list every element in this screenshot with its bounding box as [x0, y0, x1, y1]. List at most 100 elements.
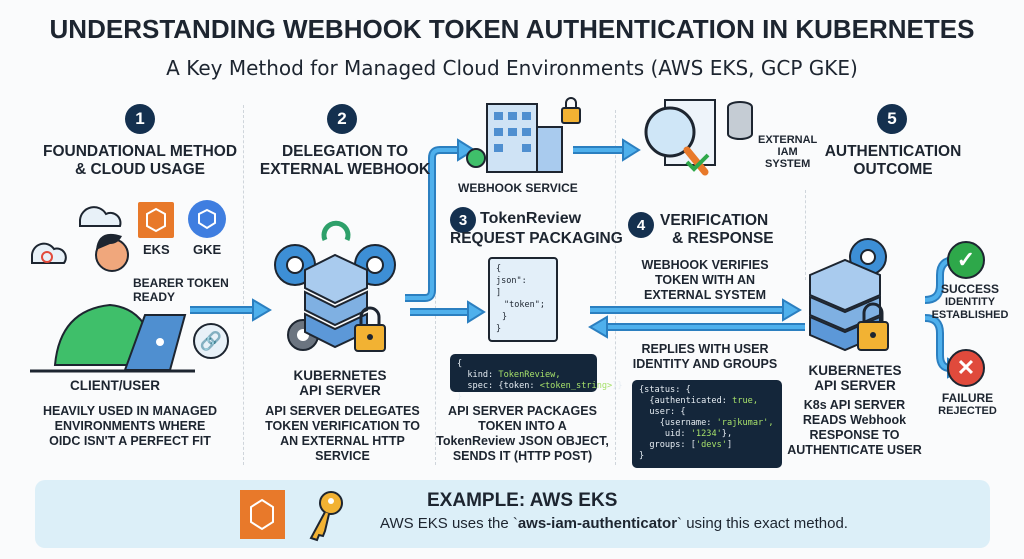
code-text: } [639, 451, 645, 461]
desc-line: SENDS IT (HTTP POST) [452, 449, 593, 463]
failure-x-icon: ✕ [947, 349, 985, 387]
desc-line: HEAVILY USED IN MANAGED [42, 404, 218, 418]
actor-line: API SERVER [299, 383, 381, 398]
code-text: kind: [457, 370, 499, 380]
label-line: READY [133, 290, 176, 304]
step-5-badge: 5 [877, 104, 907, 134]
heading-line: VERIFICATION [660, 212, 769, 229]
example-banner [35, 480, 990, 548]
external-iam-magnifier-icon [644, 99, 753, 176]
text-line: TOKEN WITH AN [655, 273, 755, 287]
success-check-icon: ✓ [947, 241, 985, 279]
heading-line: DELEGATION TO [281, 143, 408, 160]
page-subtitle: A Key Method for Managed Cloud Environme… [166, 56, 858, 80]
text-line: WEBHOOK VERIFIES [641, 258, 769, 272]
desc-line: OIDC ISN'T A PERFECT FIT [49, 434, 211, 448]
code-value: <token_string> [539, 381, 613, 391]
text: ` using this exact method. [677, 515, 848, 532]
heading-line: FOUNDATIONAL METHOD [42, 143, 238, 160]
divider [615, 110, 616, 465]
desc-line: RESPONSE TO [809, 428, 900, 442]
link-icon: 🔗 [193, 323, 229, 359]
example-text: AWS EKS uses the `aws-iam-authenticator`… [380, 515, 848, 532]
desc-line: ENVIRONMENTS WHERE [54, 419, 206, 433]
webhook-service-label: WEBHOOK SERVICE [458, 181, 578, 195]
actor-line: KUBERNETES [293, 368, 387, 383]
label-line: EXTERNAL [758, 134, 818, 146]
desc-line: API SERVER PACKAGES [448, 404, 597, 418]
step-4-badge: 4 [628, 212, 654, 238]
code-text: user: { [639, 407, 686, 417]
code-text: {username: [639, 418, 717, 428]
desc-line: TokenReview JSON OBJECT, [436, 434, 609, 448]
gke-label: GKE [193, 242, 222, 257]
api-server-outcome-icon [809, 238, 889, 352]
tool-name: aws-iam-authenticator [517, 515, 678, 532]
step-1-heading: FOUNDATIONAL METHOD& CLOUD USAGE [20, 143, 260, 179]
text: AWS EKS uses the ` [380, 515, 518, 532]
desc-line: AUTHENTICATE USER [787, 443, 922, 457]
code-value: '1234' [690, 429, 722, 439]
label-line: BEARER TOKEN [133, 276, 229, 290]
code-text: {authenticated: [639, 396, 733, 406]
heading-line: & CLOUD USAGE [74, 161, 206, 178]
api-server-icon [274, 220, 396, 352]
label-line: SUCCESS [940, 282, 999, 296]
code-text: spec: {token: [457, 381, 540, 391]
code-text: {status: { [639, 385, 691, 395]
aws-eks-logo-icon [240, 490, 285, 539]
doc-line: } [496, 324, 502, 334]
step-3-badge: 3 [450, 207, 476, 233]
code-text: groups: [ [639, 440, 696, 450]
text-line: IDENTITY AND GROUPS [632, 357, 778, 371]
gke-logo-icon [188, 200, 226, 238]
desc-line: K8s API SERVER [803, 398, 906, 412]
divider [243, 105, 244, 465]
code-value: true, [732, 396, 759, 406]
user-laptop-icon [30, 206, 195, 373]
desc-line: API SERVER DELEGATES [265, 404, 420, 418]
text-line: EXTERNAL SYSTEM [643, 288, 766, 302]
actor-line: KUBERNETES [808, 363, 902, 378]
tokenreview-code-block: { kind: TokenReview, spec: {token: <toke… [450, 354, 623, 402]
actor-line: API SERVER [814, 378, 896, 393]
step-3-heading: TokenReview [480, 210, 582, 227]
step-3-subheading: REQUEST PACKAGING [450, 230, 623, 247]
code-text: } [457, 392, 463, 402]
heading-line: EXTERNAL WEBHOOK [259, 161, 431, 178]
code-text: ] [726, 440, 733, 450]
tokenreview-document-icon: {json":]"token";}} [488, 257, 558, 342]
code-text: uid: [639, 429, 691, 439]
text-line: REPLIES WITH USER [641, 342, 769, 356]
step-1-badge: 1 [125, 104, 155, 134]
label-line: REJECTED [938, 405, 997, 417]
tokenreview-response-code-block: {status: { {authenticated: true, user: {… [632, 380, 782, 468]
doc-line: } [502, 312, 508, 322]
step-4-heading: VERIFICATION& RESPONSE [660, 212, 774, 248]
doc-line: { [496, 264, 502, 274]
client-user-label: CLIENT/USER [69, 378, 160, 393]
eks-label: EKS [143, 242, 170, 257]
divider [805, 190, 806, 280]
desc-line: READS Webhook [802, 413, 907, 427]
key-icon [309, 491, 343, 542]
code-value: TokenReview, [498, 370, 561, 380]
label-line: FAILURE [941, 391, 994, 405]
desc-line: SERVICE [315, 449, 370, 463]
code-text: }, [721, 429, 733, 439]
webhook-service-building-icon [466, 97, 581, 173]
doc-line: ] [496, 288, 502, 298]
doc-line: "token"; [504, 300, 545, 310]
divider [435, 195, 436, 465]
